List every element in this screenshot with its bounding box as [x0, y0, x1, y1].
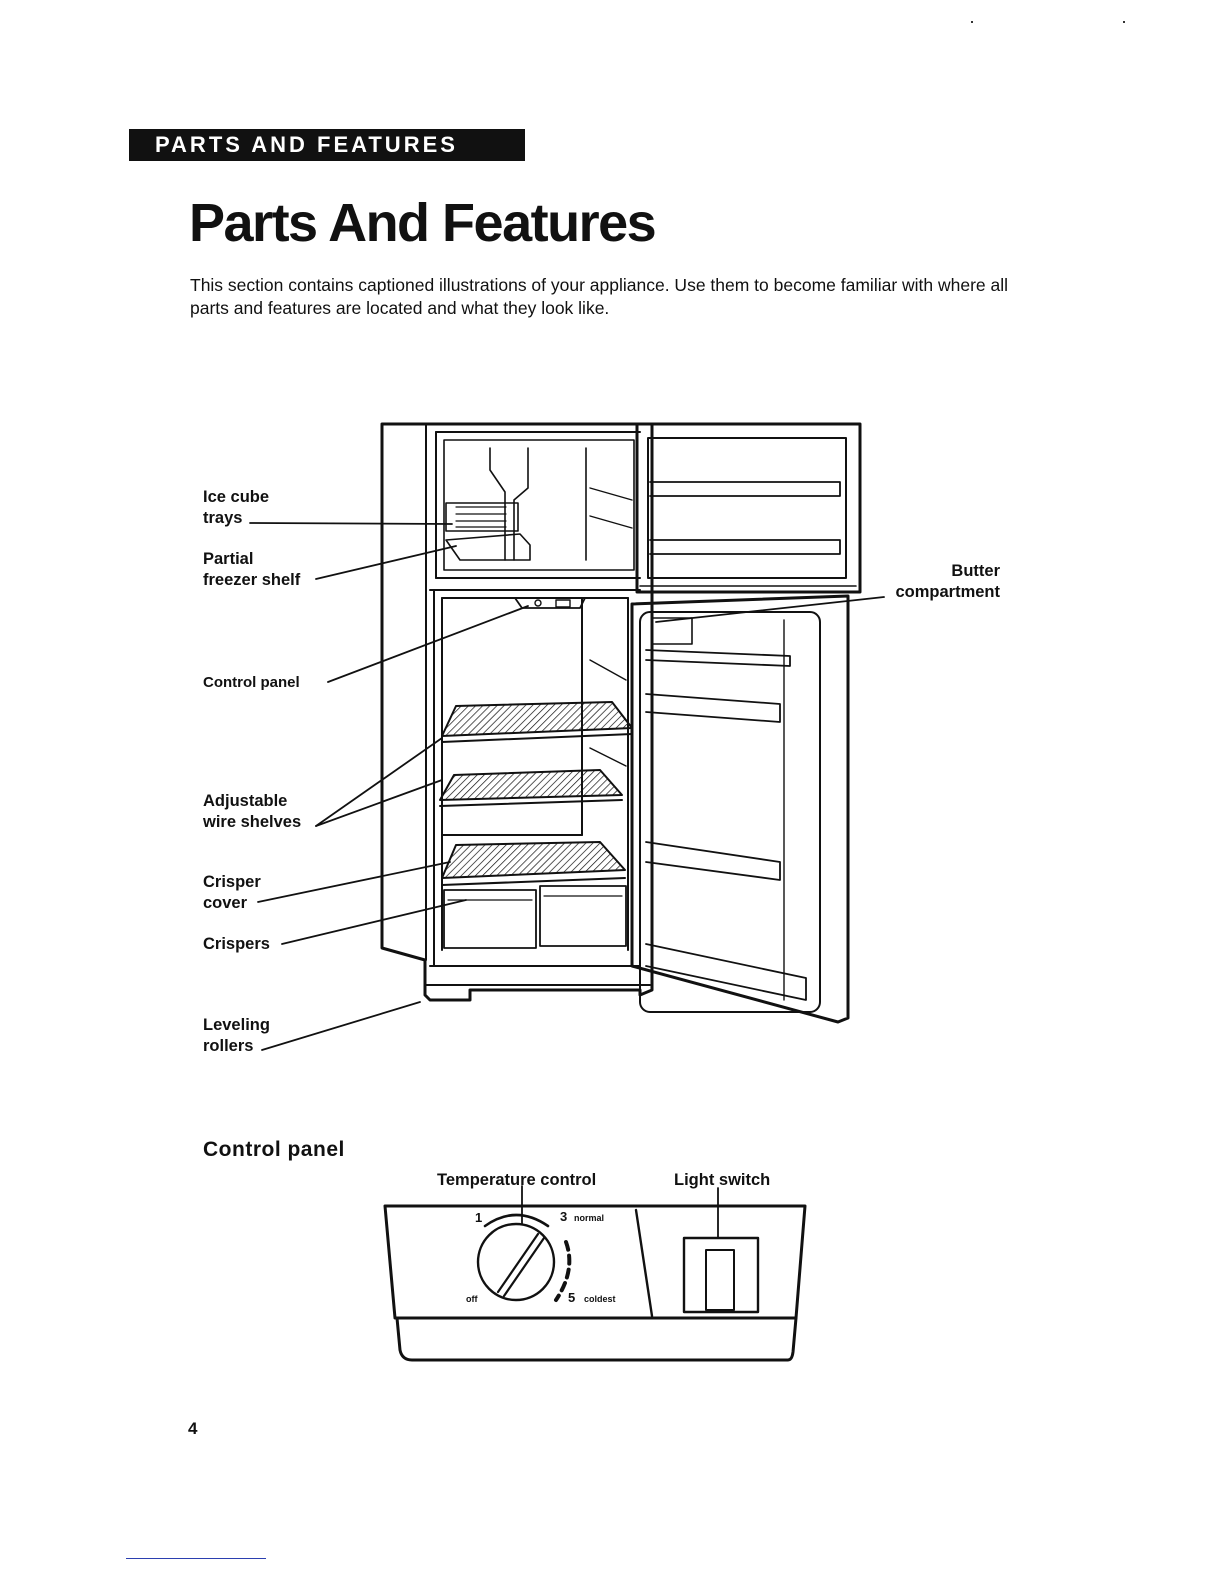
scan-dot [1123, 21, 1125, 23]
label-adjustable-wire-shelves: Adjustable wire shelves [203, 792, 302, 831]
label-partial-freezer-shelf: Partial freezer shelf [203, 550, 301, 589]
control-panel-heading: Control panel [203, 1138, 345, 1161]
callout-leader-lines [249, 522, 885, 1051]
temperature-dial[interactable] [476, 1222, 556, 1302]
ice-cube-trays-drawing [445, 502, 519, 532]
light-switch[interactable] [682, 1236, 760, 1314]
dial-mark-3: 3 [560, 1209, 568, 1224]
dial-mark-5: 5 [568, 1290, 576, 1305]
dial-mark-coldest: coldest [584, 1294, 616, 1304]
light-switch-label: Light switch [674, 1171, 771, 1189]
partial-freezer-shelf-drawing [445, 533, 531, 561]
label-control-panel: Control panel [203, 674, 300, 691]
freezer-interior [443, 439, 635, 571]
intro-paragraph: This section contains captioned illustra… [190, 275, 1009, 318]
scan-dot [971, 21, 973, 23]
bottom-rule [126, 1558, 266, 1559]
crispers-drawing [441, 841, 627, 949]
cabinet-outline [380, 422, 654, 1002]
wire-shelves-drawing [439, 659, 633, 807]
label-butter-compartment: Butter compartment [895, 562, 1000, 601]
section-header-text: PARTS AND FEATURES [155, 132, 458, 157]
page-number: 4 [188, 1419, 198, 1438]
temperature-control-label: Temperature control [437, 1171, 597, 1189]
butter-compartment-drawing [651, 617, 693, 645]
control-panel-detail [383, 1185, 807, 1362]
dial-mark-off: off [466, 1294, 478, 1304]
dial-mark-1: 1 [475, 1210, 483, 1225]
label-crisper-cover: Crisper cover [203, 873, 261, 912]
fresh-food-door-drawing [630, 594, 850, 1024]
label-crispers: Crispers [203, 935, 270, 953]
section-header-bar: PARTS AND FEATURES [129, 129, 525, 161]
freezer-door-drawing [635, 422, 862, 594]
control-panel-drawing [514, 597, 586, 609]
page-title: Parts And Features [189, 193, 657, 253]
label-ice-cube-trays: Ice cube trays [203, 488, 270, 527]
dial-mark-normal: normal [574, 1213, 605, 1223]
label-leveling-rollers: Leveling rollers [203, 1016, 270, 1055]
